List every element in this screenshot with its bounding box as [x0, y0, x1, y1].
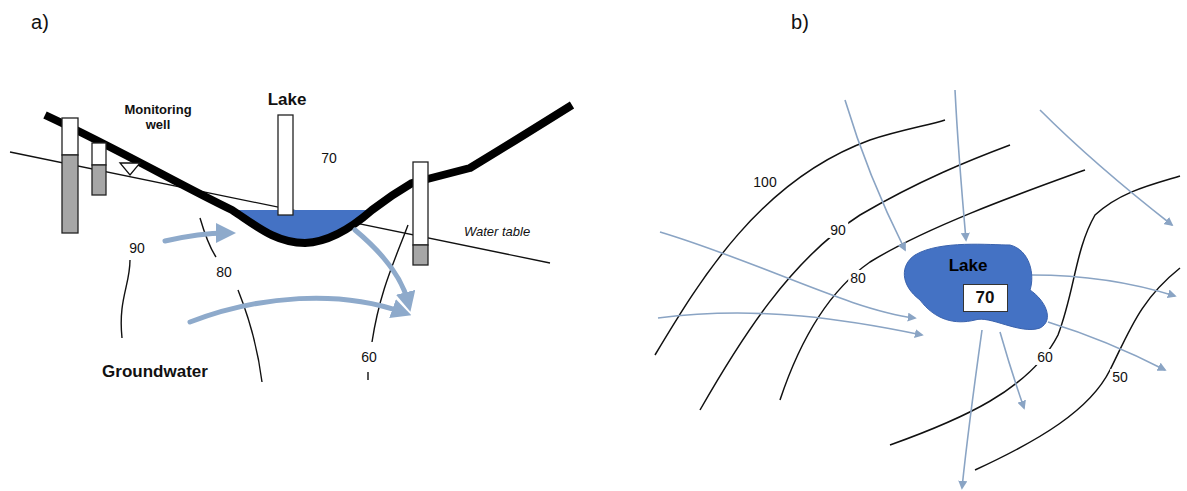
monitoring-wells: [62, 115, 428, 265]
well-casing: [62, 118, 78, 155]
flow-line: [1000, 332, 1024, 408]
diagram-label: 80: [848, 270, 868, 286]
diagram-label: 70: [319, 150, 339, 166]
lake-shape: Lake 70: [900, 240, 1060, 340]
flow-line: [1040, 110, 1172, 225]
flow-line: [1048, 322, 1165, 370]
contour-line: [780, 170, 1085, 400]
diagram-label: 80: [214, 264, 234, 280]
flow-arrow: [355, 230, 408, 302]
flow-line: [955, 90, 966, 240]
diagram-label: 60: [1035, 349, 1055, 365]
contour-line: [367, 372, 368, 380]
contour-line: [200, 218, 216, 257]
lake-level-box: 70: [963, 284, 1008, 312]
flow-line: [962, 330, 982, 488]
flow-line: [845, 100, 905, 250]
contour-line: [655, 120, 945, 355]
lake-level-value: 70: [976, 288, 995, 308]
diagram-label: Lake: [266, 90, 309, 110]
diagram-label: 60: [359, 349, 379, 365]
diagram-label: Groundwater: [100, 362, 210, 382]
well-water: [62, 155, 78, 233]
flow-lines-b: [658, 90, 1175, 488]
well-water: [92, 165, 106, 195]
diagram-label: 50: [1110, 369, 1130, 385]
flow-arrow: [165, 233, 226, 241]
diagram-label: 90: [828, 222, 848, 238]
flow-line: [1032, 275, 1175, 296]
water-level-symbol: [120, 163, 140, 175]
diagram-label: Monitoring well: [112, 103, 204, 133]
flow-line: [660, 232, 915, 318]
well-water: [413, 245, 428, 265]
contours-a: [121, 218, 408, 382]
panel-letter: a): [29, 11, 51, 34]
contour-line: [121, 260, 130, 338]
flow-arrows-a: [165, 230, 408, 322]
panel-letter: b): [789, 11, 811, 34]
lake-fill: [904, 244, 1047, 329]
diagram-label: 100: [751, 174, 778, 190]
lake-gauge: [278, 115, 293, 215]
contours-b: [655, 120, 1180, 470]
contour-line: [890, 176, 1180, 445]
lake-name: Lake: [949, 256, 988, 276]
well-casing: [92, 143, 106, 165]
diagram-label: Water table: [462, 225, 532, 240]
flow-arrow: [190, 298, 402, 322]
diagram-label: 90: [127, 240, 147, 256]
flow-line: [658, 313, 922, 335]
well-casing: [413, 162, 428, 245]
